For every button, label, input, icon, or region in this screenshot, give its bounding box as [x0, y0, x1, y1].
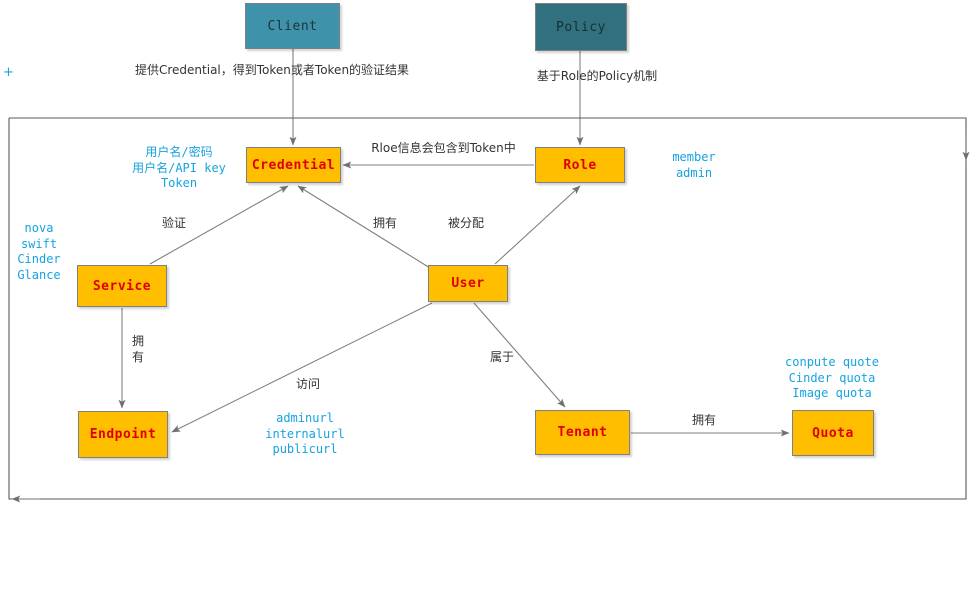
node-user[interactable]: User	[428, 265, 508, 302]
node-tenant[interactable]: Tenant	[535, 410, 630, 455]
node-client[interactable]: Client	[245, 3, 340, 49]
edge-label-user-belongs-tenant: 属于	[490, 350, 515, 364]
annotation-credential-kinds: 用户名/密码 用户名/API key Token	[132, 145, 226, 191]
node-credential[interactable]: Credential	[246, 147, 341, 183]
edge-label-tenant-owns-quota: 拥有	[692, 413, 717, 427]
edge-label-user-owns-credential: 拥有	[373, 216, 398, 230]
annotation-role-kinds: member admin	[672, 150, 716, 180]
edge-label-client-to-credential: 提供Credential，得到Token或者Token的验证结果	[135, 63, 410, 77]
annotation-endpoint-urls: adminurl internalurl publicurl	[265, 411, 345, 457]
edge-label-policy-to-role: 基于Role的Policy机制	[536, 69, 658, 83]
edge-label-service-auth: 验证	[162, 216, 187, 230]
node-policy[interactable]: Policy	[535, 3, 627, 51]
edge-user-role	[494, 185, 581, 265]
edge-label-service-owns-endpoint: 拥 有	[131, 334, 144, 365]
node-role[interactable]: Role	[535, 147, 625, 183]
node-endpoint[interactable]: Endpoint	[78, 411, 168, 458]
edge-label-user-assigned-role: 被分配	[448, 216, 485, 230]
edge-user-credential	[297, 185, 431, 269]
edge-label-role-to-credential: Rloe信息会包含到Token中	[371, 141, 516, 155]
node-service[interactable]: Service	[77, 265, 167, 307]
node-quota[interactable]: Quota	[792, 410, 874, 456]
annotation-service-kinds: nova swift Cinder Glance	[17, 221, 61, 282]
edge-label-user-access-endpoint: 访问	[296, 377, 321, 391]
annotation-quota-kinds: conpute quote Cinder quota Image quota	[785, 355, 879, 401]
plus-marker-icon: +	[3, 65, 14, 80]
